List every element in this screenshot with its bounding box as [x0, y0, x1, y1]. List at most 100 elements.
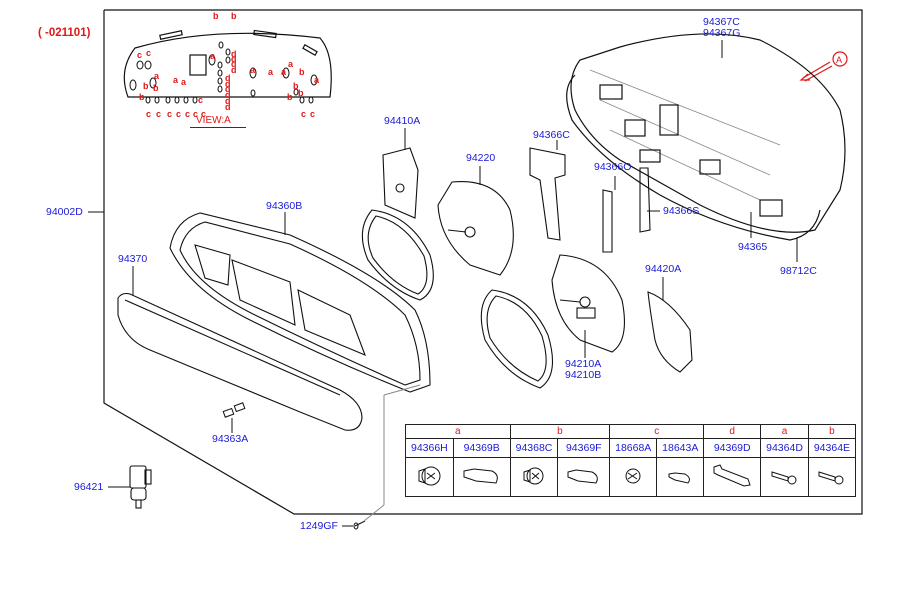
callout-94410A[interactable]: 94410A: [384, 115, 421, 127]
long-bulb-icon: [713, 463, 751, 487]
lens-clip: [222, 402, 246, 418]
lens: [117, 292, 363, 431]
view-a-marker: b: [231, 11, 237, 21]
view-a-marker: d: [225, 84, 231, 94]
callout-1249GF[interactable]: 1249GF: [300, 520, 338, 532]
view-a-marker: b: [143, 81, 149, 91]
part-image-cell: [807, 457, 857, 497]
leader-screw-path: [363, 504, 385, 522]
group-cell: a: [760, 424, 809, 439]
view-a-marker: a: [173, 75, 179, 85]
speed-sensor: [129, 465, 152, 509]
view-a-marker: a: [250, 65, 256, 75]
part-image-cell: [609, 457, 658, 497]
view-a-marker: b: [139, 92, 145, 102]
bulb-icon: [463, 467, 498, 484]
callout-94210A[interactable]: 94210A: [565, 358, 602, 370]
view-a-marker: a: [281, 67, 287, 77]
view-a-marker: c: [201, 109, 207, 119]
group-cell: c: [609, 424, 705, 439]
screw-icon: [771, 470, 797, 484]
plates: [529, 147, 651, 253]
part-image-cell: [656, 457, 705, 497]
group-cell: a: [405, 424, 511, 439]
group-cell: b: [509, 424, 611, 439]
part-number[interactable]: 18643A: [656, 438, 705, 458]
view-a-caption: VIEW:A: [196, 115, 231, 126]
part-number-row: 94366H 94369B 94368C 94369F 18668A 18643…: [405, 438, 857, 458]
view-a-marker: d: [225, 90, 231, 100]
view-a-marker: c: [310, 109, 316, 119]
bulb-parts-table: a b c d a b 94366H 94369B 94368C 94369F …: [405, 424, 857, 497]
view-a-marker: a: [288, 59, 294, 69]
callout-94210B[interactable]: 94210B: [565, 369, 602, 381]
speedo-dial: [551, 254, 625, 353]
fuel-gauge: [382, 147, 419, 219]
group-cell: d: [703, 424, 762, 439]
callout-94367G[interactable]: 94367G: [703, 27, 741, 39]
socket-icon: [625, 468, 641, 483]
screw-part: [353, 520, 366, 530]
tacho-dial: [437, 181, 514, 276]
callout-94366O[interactable]: 94366O: [594, 161, 632, 173]
callout-94360B[interactable]: 94360B: [266, 200, 303, 212]
part-number[interactable]: 94369B: [452, 438, 511, 458]
part-image-cell: [557, 457, 611, 497]
view-a-marker: d: [225, 102, 231, 112]
case-housing: [566, 33, 846, 241]
screw-icon: [818, 470, 844, 484]
group-row: a b c d a b: [405, 424, 857, 439]
view-a-marker: a: [154, 71, 160, 81]
assembly-frame: [103, 9, 863, 515]
callout-94365[interactable]: 94365: [738, 241, 768, 253]
view-a-marker: d: [225, 79, 231, 89]
temp-gauge: [647, 291, 693, 373]
part-number[interactable]: 94369F: [557, 438, 611, 458]
view-arrow-a: [799, 51, 848, 82]
view-a-marker: d: [225, 96, 231, 106]
part-number[interactable]: 94366H: [405, 438, 454, 458]
callout-94367C[interactable]: 94367C: [703, 16, 740, 28]
callout-98712C[interactable]: 98712C: [780, 265, 817, 277]
callout-94366C[interactable]: 94366C: [533, 129, 570, 141]
view-a-marker: c: [176, 109, 182, 119]
bulb-icon: [668, 471, 691, 484]
part-image-cell: [405, 457, 454, 497]
view-a-marker: c: [167, 109, 173, 119]
view-a-marker: c: [301, 109, 307, 119]
part-number[interactable]: 94369D: [703, 438, 762, 458]
gaskets: [361, 209, 554, 389]
part-image-cell: [760, 457, 809, 497]
view-a-marker: a: [314, 75, 320, 85]
callout-94420A[interactable]: 94420A: [645, 263, 682, 275]
view-a-marker: c: [137, 50, 143, 60]
view-a-marker: c: [193, 109, 199, 119]
revision-label: ( -021101): [38, 27, 91, 39]
view-a-marker: a: [210, 51, 216, 61]
view-a-marker: d: [231, 65, 237, 75]
leader-screw-path3: [383, 384, 421, 396]
part-number[interactable]: 18668A: [609, 438, 658, 458]
callout-94370[interactable]: 94370: [118, 253, 148, 265]
view-a-marker: c: [146, 109, 152, 119]
callout-94366S[interactable]: 94366S: [663, 205, 700, 217]
view-a-marker: b: [293, 81, 299, 91]
view-a-marker: b: [287, 92, 293, 102]
view-a-marker: c: [198, 95, 204, 105]
bezel: [169, 212, 431, 393]
part-number[interactable]: 94364D: [760, 438, 809, 458]
callout-94363A[interactable]: 94363A: [212, 433, 249, 445]
view-a-marker: c: [185, 109, 191, 119]
part-image-cell: [452, 457, 511, 497]
callout-94002D[interactable]: 94002D: [46, 206, 83, 218]
view-a-marker: c: [156, 109, 162, 119]
part-number[interactable]: 94364E: [807, 438, 857, 458]
callout-96421[interactable]: 96421: [74, 481, 104, 493]
part-image-row: [405, 457, 857, 497]
view-a-marker: b: [298, 88, 304, 98]
view-a-marker: a: [181, 77, 187, 87]
part-number[interactable]: 94368C: [509, 438, 559, 458]
view-a-marker: b: [299, 67, 305, 77]
callout-94220[interactable]: 94220: [466, 152, 496, 164]
